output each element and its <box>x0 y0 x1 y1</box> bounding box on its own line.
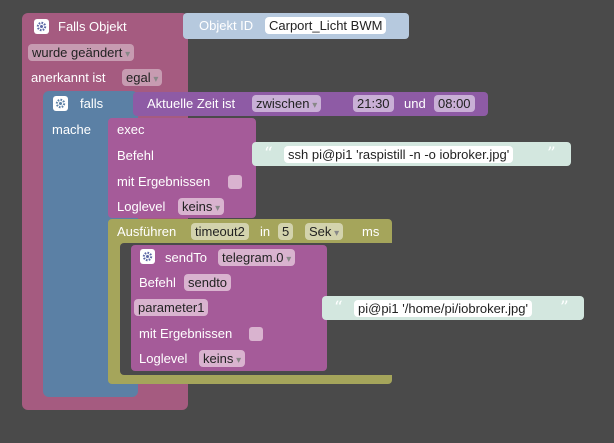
trigger-mode-dropdown[interactable]: wurde geändert <box>28 44 135 61</box>
param-close-quote-icon: ” <box>560 298 569 318</box>
exec-loglevel-label: Loglevel <box>117 199 166 214</box>
exec-title: exec <box>117 122 145 137</box>
sendto-gear-icon[interactable] <box>140 249 155 264</box>
sendto-instance-dropdown[interactable]: telegram.0 <box>218 249 296 266</box>
close-quote-icon: ” <box>547 144 556 164</box>
exec-command-label: Befehl <box>117 148 154 163</box>
ack-label: anerkannt ist <box>31 70 106 85</box>
time-start-field[interactable]: 21:30 <box>353 95 394 112</box>
timeout-label: Ausführen <box>117 224 177 239</box>
object-id-label: Objekt ID <box>199 18 254 33</box>
ack-dropdown[interactable]: egal <box>122 69 163 86</box>
sendto-param-field[interactable]: parameter1 <box>134 299 209 316</box>
exec-command-field[interactable]: ssh pi@pi1 'raspistill -n -o iobroker.jp… <box>284 146 514 163</box>
sendto-loglevel-dropdown[interactable]: keins <box>199 350 246 367</box>
trigger-gear-icon[interactable] <box>34 19 49 34</box>
sendto-command-field[interactable]: sendto <box>184 274 232 291</box>
sendto-results-checkbox[interactable] <box>249 327 263 341</box>
timeout-in-label: in <box>260 224 271 239</box>
sendto-param-value-field[interactable]: pi@pi1 '/home/pi/iobroker.jpg' <box>354 300 532 317</box>
exec-results-label: mit Ergebnissen <box>117 174 211 189</box>
sendto-title: sendTo <box>165 250 207 265</box>
timeout-amount-field[interactable]: 5 <box>278 223 294 240</box>
time-operator-dropdown[interactable]: zwischen <box>252 95 322 112</box>
trigger-title: Falls Objekt <box>58 19 127 34</box>
open-quote-icon: “ <box>264 144 273 164</box>
sendto-results-label: mit Ergebnissen <box>139 326 233 341</box>
sendto-loglevel-label: Loglevel <box>139 351 188 366</box>
do-label: mache <box>52 122 92 137</box>
timeout-ms-label: ms <box>362 224 380 239</box>
object-id-field[interactable]: Carport_Licht BWM <box>265 17 387 34</box>
sendto-command-label: Befehl <box>139 275 176 290</box>
exec-results-checkbox[interactable] <box>228 175 242 189</box>
time-label: Aktuelle Zeit ist <box>147 96 236 111</box>
exec-loglevel-dropdown[interactable]: keins <box>178 198 225 215</box>
time-and-label: und <box>404 96 426 111</box>
timeout-name-field[interactable]: timeout2 <box>191 223 249 240</box>
time-end-field[interactable]: 08:00 <box>434 95 475 112</box>
param-open-quote-icon: “ <box>334 298 343 318</box>
timeout-unit-dropdown[interactable]: Sek <box>305 223 344 240</box>
if-label: falls <box>80 96 104 111</box>
if-gear-icon[interactable] <box>53 96 68 111</box>
